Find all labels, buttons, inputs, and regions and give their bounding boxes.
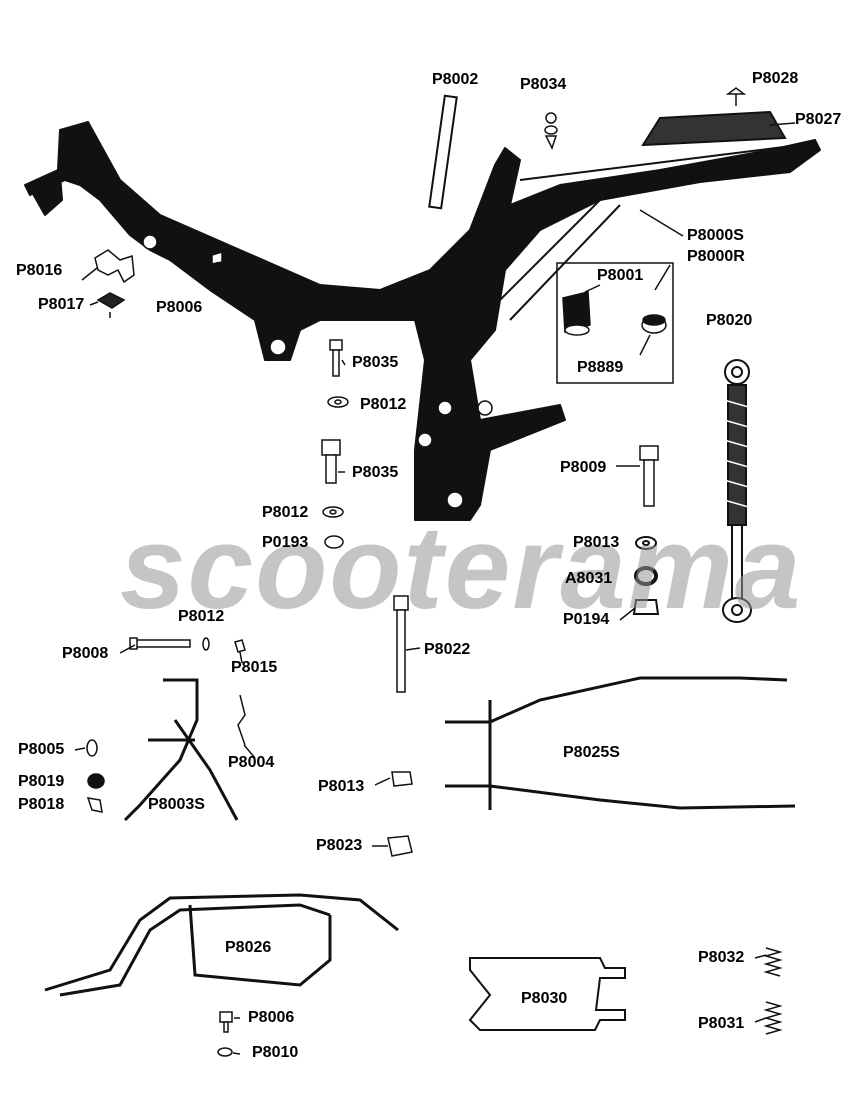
plate-P8027 xyxy=(641,110,787,147)
clip-P8018 xyxy=(86,797,103,813)
label-p8035-upper: P8035 xyxy=(352,354,399,371)
label-p8012-mid: P8012 xyxy=(262,504,309,521)
tube-P8002 xyxy=(428,94,458,210)
washer-P8012c xyxy=(202,637,210,651)
spring-P8004 xyxy=(237,694,246,746)
ring-A8031 xyxy=(634,566,658,586)
label-p8013-right: P8013 xyxy=(573,534,620,551)
center-stand-P8003S xyxy=(123,678,239,822)
label-p8034: P8034 xyxy=(520,76,567,93)
bolt-P8035b xyxy=(321,439,341,456)
label-p8001: P8001 xyxy=(597,267,644,284)
clip-P8015 xyxy=(234,639,246,653)
rear-rail xyxy=(499,159,781,301)
label-p8012-lower: P8012 xyxy=(178,608,225,625)
label-p8000s: P8000S xyxy=(687,227,744,244)
label-p8026: P8026 xyxy=(225,939,272,956)
floor-frame-P8026 xyxy=(44,893,399,997)
bolt-P8009 xyxy=(639,445,659,507)
label-p8002: P8002 xyxy=(432,71,479,88)
nut-P8013b xyxy=(391,771,413,787)
label-p8028: P8028 xyxy=(752,70,799,87)
label-a8031: A8031 xyxy=(565,570,613,587)
frame-hole xyxy=(437,400,453,416)
label-p8010: P8010 xyxy=(252,1044,299,1061)
label-p8030: P8030 xyxy=(521,990,568,1007)
washer-P8005 xyxy=(86,739,98,757)
frame-hole xyxy=(269,338,287,356)
bolt-P8006a xyxy=(211,250,223,286)
main-frame xyxy=(24,121,821,521)
bolt-P8022 xyxy=(393,595,409,693)
frame-hole xyxy=(142,234,158,250)
label-p8023: P8023 xyxy=(316,837,363,854)
frame-hole xyxy=(417,432,433,448)
label-p8017: P8017 xyxy=(38,296,85,313)
frame-hole xyxy=(477,400,493,416)
label-p8019: P8019 xyxy=(18,773,65,790)
label-p0194: P0194 xyxy=(563,611,610,628)
label-p8012-upper: P8012 xyxy=(360,396,407,413)
bolt-P8006b xyxy=(219,1011,233,1023)
spring-P8031 xyxy=(763,1001,783,1035)
leader-lines xyxy=(74,122,796,1055)
bush-P8019 xyxy=(87,773,105,789)
label-p8004: P8004 xyxy=(228,754,275,771)
nut-P8023 xyxy=(387,835,413,857)
spring-P8032 xyxy=(763,947,783,977)
rear-rail xyxy=(519,142,816,181)
label-p8018: P8018 xyxy=(18,796,65,813)
label-p8035-lower: P8035 xyxy=(352,464,399,481)
label-p8027: P8027 xyxy=(795,111,842,128)
label-p8003s: P8003S xyxy=(148,796,205,813)
bush-P8001 xyxy=(562,291,591,333)
label-p8020: P8020 xyxy=(706,312,753,329)
nut-P0193 xyxy=(324,535,344,549)
label-p0193: P0193 xyxy=(262,534,309,551)
rivet-P8028 xyxy=(725,87,747,106)
label-p8016: P8016 xyxy=(16,262,63,279)
nut-P0194 xyxy=(632,599,660,615)
label-p8022: P8022 xyxy=(424,641,471,658)
label-p8013-lower: P8013 xyxy=(318,778,365,795)
label-p8015: P8015 xyxy=(231,659,278,676)
label-p8000r: P8000R xyxy=(687,248,745,265)
label-p8025s: P8025S xyxy=(563,744,620,761)
callout-box xyxy=(556,262,674,384)
head-tube xyxy=(27,174,63,216)
label-p8889: P8889 xyxy=(577,359,624,376)
label-p8032: P8032 xyxy=(698,949,745,966)
swing-arm-P8025S xyxy=(445,676,796,810)
stud-P8034 xyxy=(544,112,558,150)
pin-P8008 xyxy=(134,639,191,648)
label-p8031: P8031 xyxy=(698,1015,745,1032)
clamp-P8016 xyxy=(94,249,135,284)
bolt-P8035a xyxy=(329,339,343,351)
frame-hole xyxy=(446,491,464,509)
label-p8008: P8008 xyxy=(62,645,109,662)
floor-plate-P8030 xyxy=(468,957,626,1031)
plate-P8017 xyxy=(96,292,126,309)
label-p8009: P8009 xyxy=(560,459,607,476)
washer-P8010 xyxy=(217,1047,233,1057)
label-p8005: P8005 xyxy=(18,741,65,758)
shock-absorber-P8020 xyxy=(722,359,752,623)
label-p8006-lower: P8006 xyxy=(248,1009,295,1026)
label-p8006-upper: P8006 xyxy=(156,299,203,316)
